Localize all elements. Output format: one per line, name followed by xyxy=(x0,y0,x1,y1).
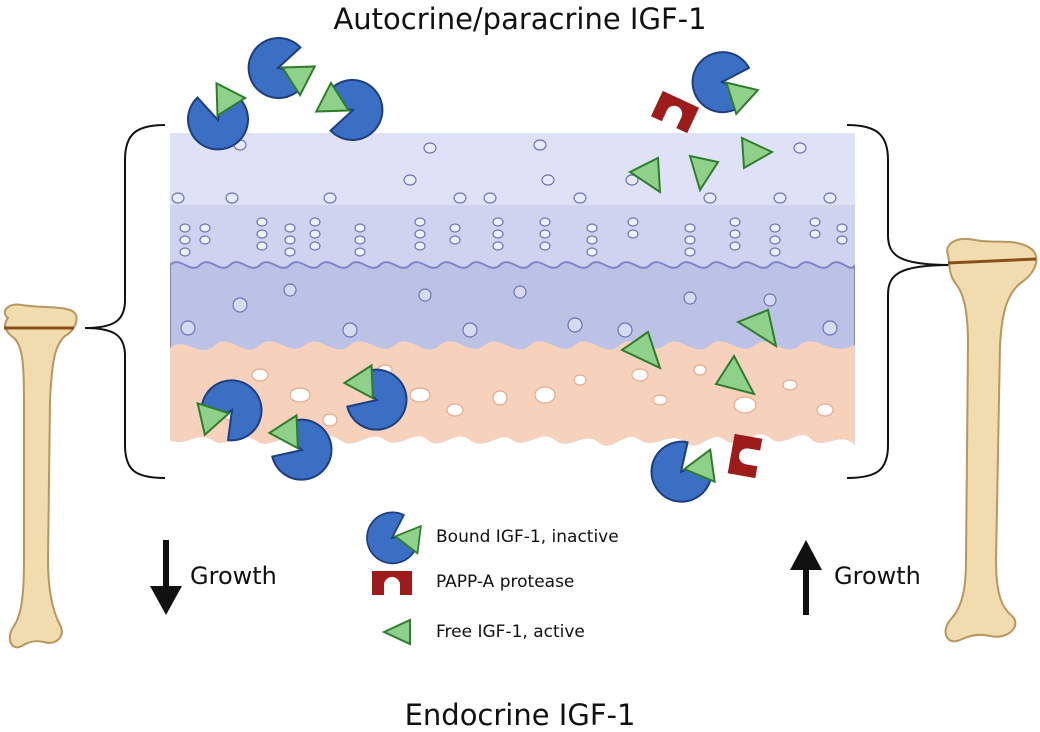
papp-a-proteases xyxy=(650,90,763,479)
chondrocytes xyxy=(179,217,848,257)
legend-label-bound: Bound IGF-1, inactive xyxy=(436,527,619,547)
legend-label-papp-a: PAPP-A protease xyxy=(436,572,575,592)
papp-a-icon xyxy=(727,433,763,479)
bound-igf1-icon xyxy=(267,413,333,481)
bound-igf1-icon xyxy=(187,81,249,151)
bound-igf1-icon xyxy=(650,440,716,503)
title-autocrine-paracrine: Autocrine/paracrine IGF-1 xyxy=(333,2,707,36)
growth-label-right: Growth xyxy=(834,562,921,590)
bound-igf1-icon xyxy=(196,379,263,442)
hypertrophic-cells xyxy=(180,283,838,338)
left-bracket xyxy=(84,124,166,479)
free-igf1-icon xyxy=(688,154,720,193)
papp-a-icon xyxy=(650,90,700,134)
legend-icons xyxy=(366,511,422,646)
free-igf1-icon xyxy=(735,308,778,349)
arrow-up-icon xyxy=(790,540,822,615)
bound-igf1-icon xyxy=(691,51,760,116)
free-igf1-icon xyxy=(620,330,662,370)
ossification-zone xyxy=(170,341,855,446)
growth-plate-section xyxy=(170,133,855,446)
free-igf1-icon xyxy=(714,354,756,396)
papp-a-icon xyxy=(372,571,412,595)
growth-label-left: Growth xyxy=(190,562,277,590)
resting-cells xyxy=(171,139,837,204)
free-igf1-icon xyxy=(740,136,775,170)
right-bone xyxy=(944,238,1038,643)
bound-igf1-icon xyxy=(314,79,384,141)
free-igf1-molecules xyxy=(620,136,778,396)
bound-igf1-icon xyxy=(342,363,408,431)
right-bracket xyxy=(846,124,951,479)
bound-igf1-icon xyxy=(247,37,317,99)
free-igf1-icon xyxy=(628,156,662,194)
left-bone xyxy=(3,303,78,649)
arrow-down-icon xyxy=(150,540,182,615)
title-endocrine: Endocrine IGF-1 xyxy=(404,698,636,732)
legend-label-free: Free IGF-1, active xyxy=(436,622,585,642)
bound-igf1-complexes xyxy=(187,37,760,503)
free-igf1-icon xyxy=(381,618,411,646)
bound-igf1-icon xyxy=(366,511,422,565)
